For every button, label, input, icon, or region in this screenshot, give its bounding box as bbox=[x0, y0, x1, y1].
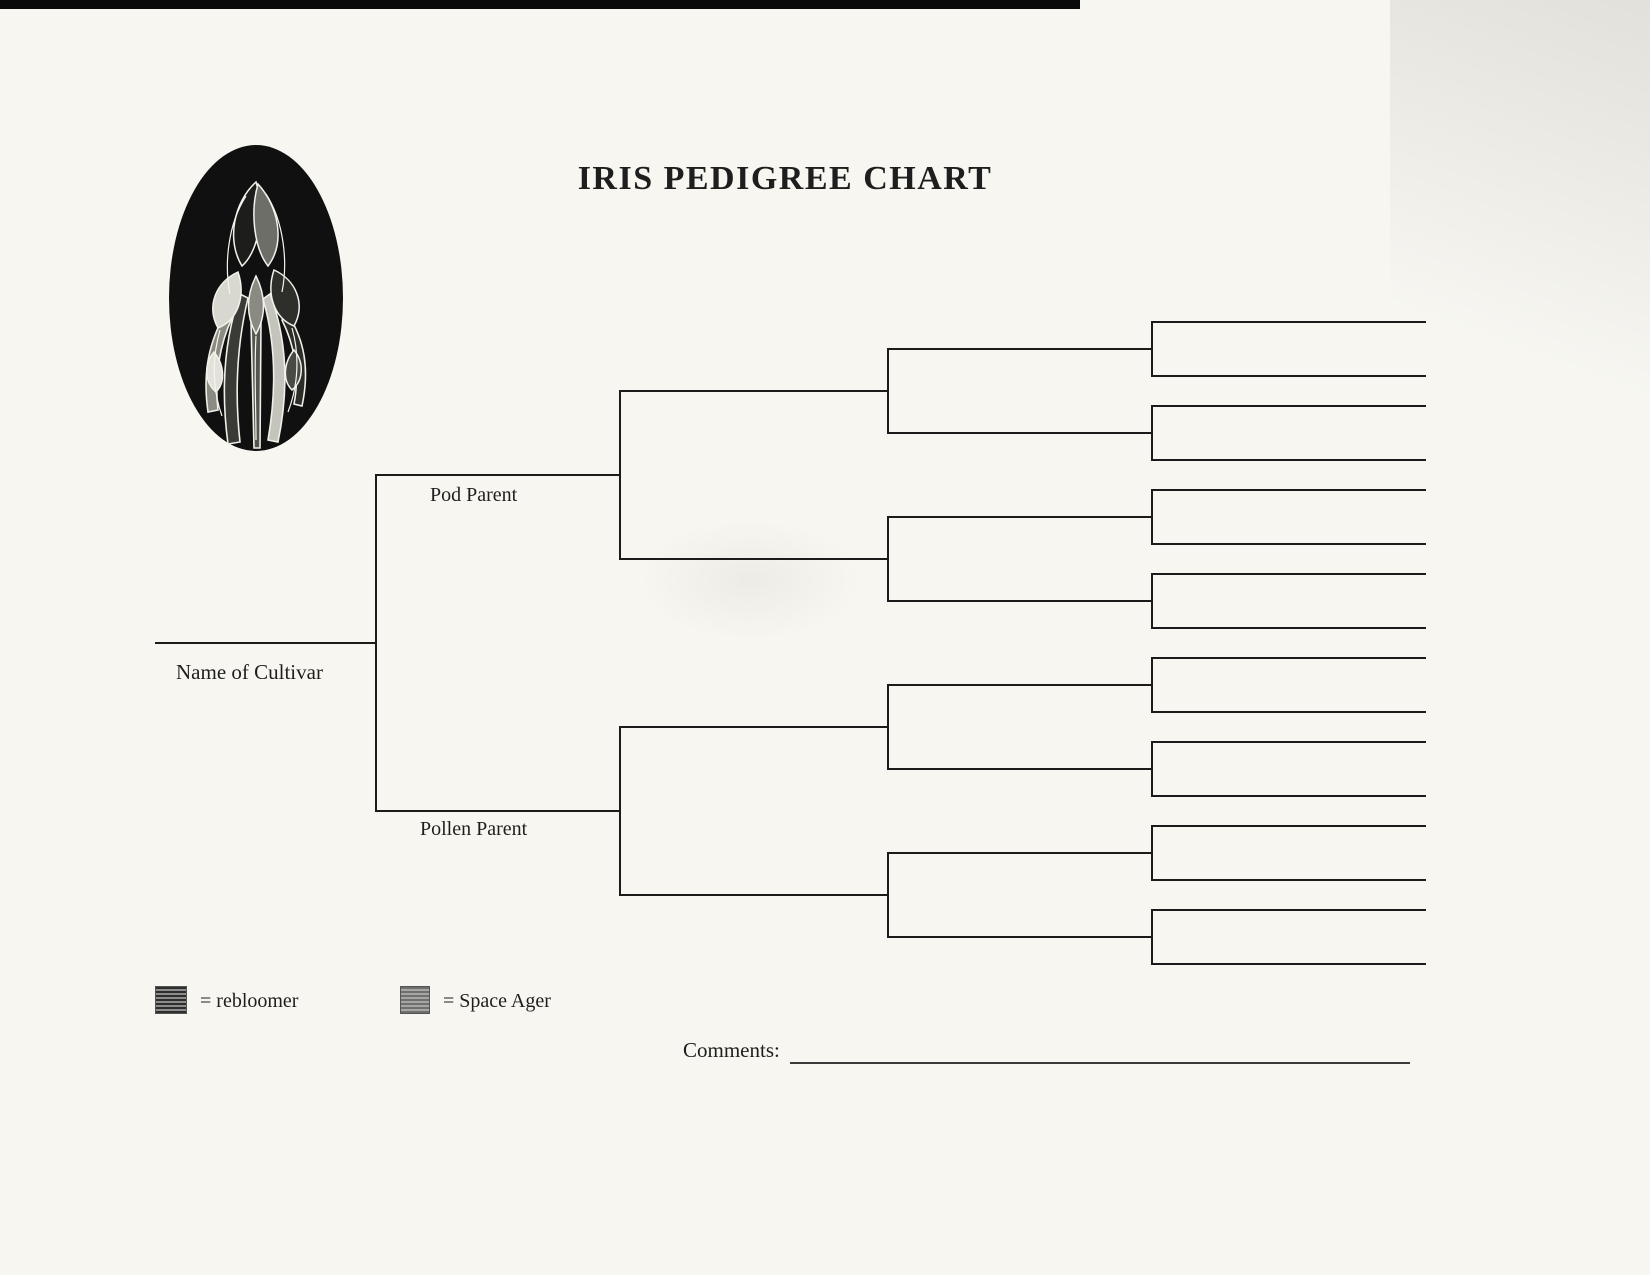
pedigree-connector-pollen-grandparents bbox=[619, 726, 621, 896]
pedigree-connector-terminal-4 bbox=[1151, 573, 1153, 629]
iris-flower-illustration bbox=[168, 144, 344, 452]
space-ager-swatch bbox=[400, 986, 430, 1014]
cultivar-label: Name of Cultivar bbox=[176, 660, 323, 684]
pedigree-connector-terminal-3 bbox=[1151, 489, 1153, 545]
scan-artifact-bar bbox=[0, 0, 1080, 9]
pedigree-line-ancestor-11 bbox=[1152, 741, 1426, 743]
pedigree-connector-terminal-6 bbox=[1151, 741, 1153, 797]
page-title: IRIS PEDIGREE CHART bbox=[577, 160, 993, 197]
pedigree-line-great-grandparent-6 bbox=[888, 768, 1152, 770]
pedigree-line-pollen-parent bbox=[376, 810, 620, 812]
pedigree-line-ancestor-13 bbox=[1152, 825, 1426, 827]
pedigree-line-ancestor-15 bbox=[1152, 909, 1426, 911]
pedigree-line-pod-parent bbox=[376, 474, 620, 476]
pedigree-connector-terminal-8 bbox=[1151, 909, 1153, 965]
pedigree-line-ancestor-10 bbox=[1152, 711, 1426, 713]
rebloomer-swatch bbox=[155, 986, 187, 1014]
pedigree-line-great-grandparent-1 bbox=[888, 348, 1152, 350]
pedigree-line-ancestor-4 bbox=[1152, 459, 1426, 461]
pedigree-connector-terminal-1 bbox=[1151, 321, 1153, 377]
space-ager-label: = Space Ager bbox=[443, 990, 551, 1012]
pedigree-line-ancestor-12 bbox=[1152, 795, 1426, 797]
pedigree-line-ancestor-6 bbox=[1152, 543, 1426, 545]
pedigree-connector-parents bbox=[375, 474, 377, 812]
pedigree-line-ancestor-5 bbox=[1152, 489, 1426, 491]
pedigree-line-ancestor-14 bbox=[1152, 879, 1426, 881]
pedigree-line-great-grandparent-8 bbox=[888, 936, 1152, 938]
pedigree-line-great-grandparent-2 bbox=[888, 432, 1152, 434]
pedigree-line-grandparent-1 bbox=[620, 390, 888, 392]
pedigree-line-great-grandparent-3 bbox=[888, 516, 1152, 518]
pedigree-connector-ggp-3 bbox=[887, 684, 889, 770]
pedigree-connector-pod-grandparents bbox=[619, 390, 621, 560]
comments-label: Comments: bbox=[683, 1038, 780, 1062]
pedigree-line-great-grandparent-5 bbox=[888, 684, 1152, 686]
pedigree-connector-terminal-2 bbox=[1151, 405, 1153, 461]
pedigree-connector-terminal-7 bbox=[1151, 825, 1153, 881]
iris-flower-svg bbox=[169, 145, 343, 451]
pedigree-line-ancestor-7 bbox=[1152, 573, 1426, 575]
comments-write-in-line bbox=[790, 1062, 1410, 1064]
pollen-parent-label: Pollen Parent bbox=[420, 818, 528, 840]
pedigree-line-ancestor-9 bbox=[1152, 657, 1426, 659]
pedigree-connector-ggp-2 bbox=[887, 516, 889, 602]
pod-parent-label: Pod Parent bbox=[430, 484, 518, 506]
pedigree-connector-terminal-5 bbox=[1151, 657, 1153, 713]
pedigree-connector-ggp-1 bbox=[887, 348, 889, 434]
pedigree-line-great-grandparent-7 bbox=[888, 852, 1152, 854]
pedigree-line-great-grandparent-4 bbox=[888, 600, 1152, 602]
pedigree-line-grandparent-2 bbox=[620, 558, 888, 560]
pedigree-line-grandparent-4 bbox=[620, 894, 888, 896]
scan-smudge bbox=[1390, 0, 1650, 520]
pedigree-connector-ggp-4 bbox=[887, 852, 889, 938]
pedigree-line-ancestor-8 bbox=[1152, 627, 1426, 629]
pedigree-line-ancestor-3 bbox=[1152, 405, 1426, 407]
rebloomer-label: = rebloomer bbox=[200, 990, 299, 1012]
pedigree-line-cultivar bbox=[155, 642, 376, 644]
pedigree-line-grandparent-3 bbox=[620, 726, 888, 728]
pedigree-line-ancestor-16 bbox=[1152, 963, 1426, 965]
scan-smudge bbox=[640, 520, 860, 640]
pedigree-line-ancestor-1 bbox=[1152, 321, 1426, 323]
pedigree-line-ancestor-2 bbox=[1152, 375, 1426, 377]
